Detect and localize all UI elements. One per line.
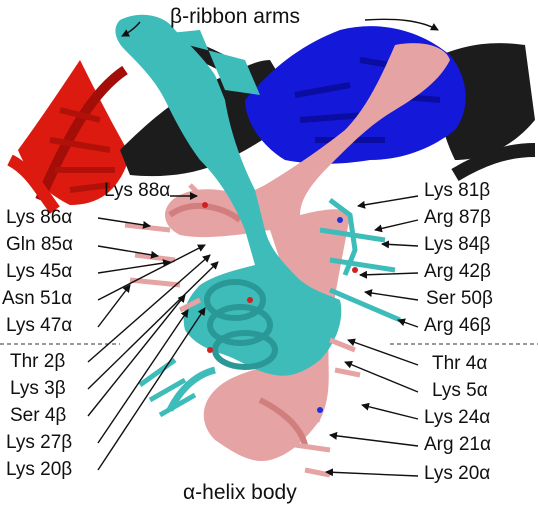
residue-label: Arg 42β <box>424 261 491 282</box>
leader-arrow <box>97 259 171 274</box>
leader-arrow <box>87 261 219 390</box>
ribbon-arms-left-arrow <box>121 21 141 37</box>
residue-label: Arg 46β <box>424 315 491 336</box>
leader-arrow <box>397 318 419 328</box>
residue-label: Lys 81β <box>424 180 491 201</box>
residue-label: Arg 87β <box>424 207 491 228</box>
residue-label: Lys 86α <box>6 207 73 228</box>
leader-arrow <box>97 244 206 301</box>
leader-arrow <box>97 284 131 328</box>
leader-arrow <box>87 254 211 363</box>
leader-arrow <box>374 219 419 233</box>
residue-label: Thr 2β <box>10 351 66 372</box>
residue-label: Lys 88α <box>104 180 171 201</box>
residue-label: Lys 20β <box>6 459 73 480</box>
leader-arrow <box>97 307 206 471</box>
residue-label: Lys 5α <box>432 380 488 401</box>
residue-label: Gln 85α <box>6 234 73 255</box>
residue-label: Lys 3β <box>10 378 66 399</box>
leader-arrow <box>97 245 159 259</box>
leader-arrow <box>329 431 419 447</box>
protein-cyan-chain <box>115 14 401 418</box>
leader-arrow <box>87 294 186 417</box>
leader-arrow <box>381 240 419 249</box>
residue-label: Lys 45α <box>6 261 73 282</box>
leader-arrow <box>361 402 419 420</box>
leader-arrow <box>364 289 419 301</box>
leader-arrow <box>325 468 419 477</box>
ribbon-arms-right-arrow <box>364 18 439 31</box>
leader-arrow <box>357 195 419 209</box>
leader-arrow <box>359 270 419 279</box>
residue-label: Arg 21α <box>424 434 491 455</box>
residue-label: Lys 84β <box>424 234 491 255</box>
leader-arrow <box>97 309 189 444</box>
top-caption: β-ribbon arms <box>170 5 300 28</box>
residue-label: Ser 4β <box>10 405 67 426</box>
residue-label: Lys 20α <box>424 463 491 484</box>
residue-label: Lys 27β <box>6 432 73 453</box>
leader-arrow <box>97 217 151 229</box>
leader-arrow <box>347 338 419 366</box>
leader-arrow <box>344 360 419 393</box>
residue-label: Lys 24α <box>424 407 491 428</box>
bottom-caption: α-helix body <box>183 481 297 504</box>
residue-label: Thr 4α <box>432 353 488 374</box>
residue-label: Asn 51α <box>2 288 73 309</box>
residue-label: Ser 50β <box>426 288 493 309</box>
residue-label: Lys 47α <box>6 315 73 336</box>
dna-red-strand <box>7 60 130 214</box>
